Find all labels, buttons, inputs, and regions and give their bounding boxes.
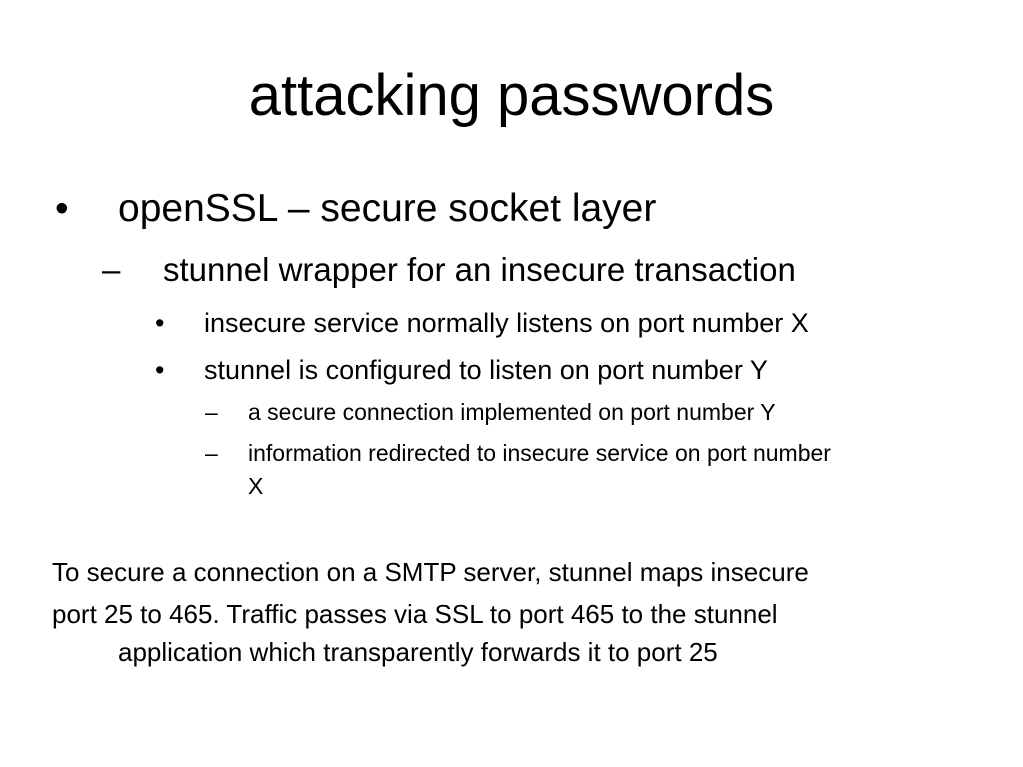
bullet-text-level2: stunnel wrapper for an insecure transact… bbox=[163, 251, 796, 288]
paragraph-line: To secure a connection on a SMTP server,… bbox=[52, 557, 809, 587]
bullet-text-level1: openSSL – secure socket layer bbox=[118, 187, 657, 230]
bullet-text-level4: a secure connection implemented on port … bbox=[248, 399, 776, 425]
bullet-marker: – bbox=[102, 251, 121, 288]
bullet-text-level4: information redirected to insecure servi… bbox=[248, 440, 831, 466]
bullet-marker: • bbox=[155, 308, 165, 338]
paragraph-line: port 25 to 465. Traffic passes via SSL t… bbox=[52, 599, 778, 629]
bullet-marker: – bbox=[205, 440, 218, 466]
bullet-text-level4-continuation: X bbox=[248, 473, 264, 499]
paragraph-line: application which transparently forwards… bbox=[118, 637, 718, 667]
slide-title: attacking passwords bbox=[248, 63, 775, 128]
bullet-marker: – bbox=[205, 399, 218, 425]
bullet-text-level3: insecure service normally listens on por… bbox=[204, 308, 809, 338]
bullet-text-level3: stunnel is configured to listen on port … bbox=[204, 355, 768, 385]
bullet-marker: • bbox=[155, 355, 165, 385]
bullet-marker: • bbox=[55, 187, 69, 230]
